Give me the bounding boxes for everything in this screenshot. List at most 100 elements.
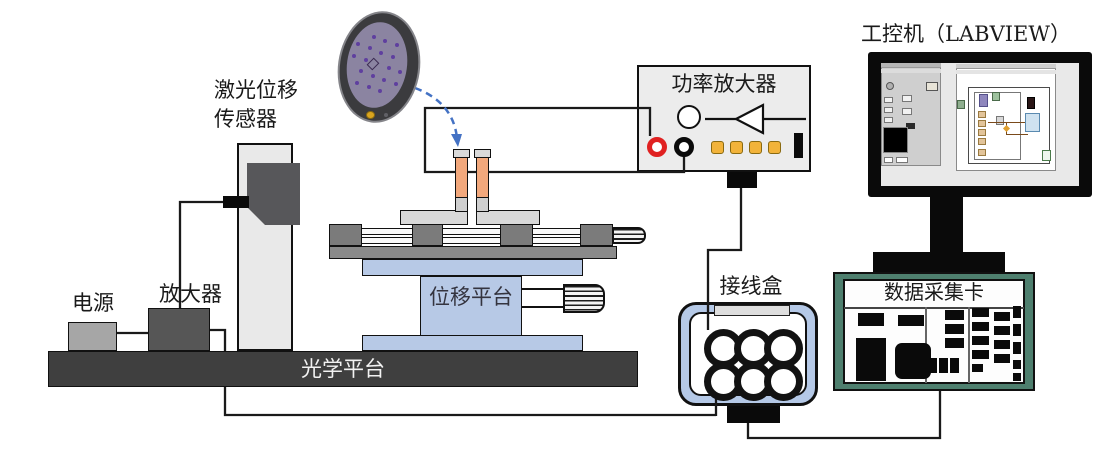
daq-divider-v2	[968, 307, 970, 383]
signal-amplifier	[148, 308, 210, 351]
electrode-post-base-right	[476, 196, 489, 212]
daq-divider-h	[844, 307, 1024, 309]
sensor-signal-wire	[178, 200, 223, 308]
amp-button	[768, 141, 781, 154]
labview-wire	[988, 122, 1028, 123]
amp-button	[711, 141, 724, 154]
daq-chip	[994, 340, 1010, 349]
daq-chip	[898, 315, 924, 326]
labview-node	[957, 100, 965, 109]
labview-node	[996, 116, 1004, 125]
electrode-left	[455, 156, 468, 198]
signal-amplifier-label: 放大器	[159, 282, 222, 306]
labview-chart-header	[906, 123, 915, 129]
daq-chip	[972, 308, 989, 317]
electrode-drive-wire	[423, 106, 686, 174]
daq-chip	[994, 354, 1010, 363]
daq-chip	[895, 343, 931, 379]
daq-chip	[858, 313, 884, 326]
optical-platform	[48, 351, 638, 387]
disc-dot	[363, 57, 368, 62]
specimen-placement-arrow	[414, 86, 459, 139]
disc-dot	[355, 80, 360, 85]
clamp-base-left	[400, 210, 468, 225]
disc-dot	[371, 34, 376, 39]
disc-dot	[378, 89, 383, 94]
stage-knob-shaft	[522, 288, 564, 308]
disc-dot	[398, 70, 402, 75]
labview-node	[978, 111, 986, 118]
disc-dot	[394, 43, 399, 48]
labview-node	[992, 92, 1000, 101]
daq-chip	[856, 338, 886, 381]
daq-connector-dash	[1013, 373, 1021, 381]
amp-button	[730, 141, 743, 154]
daq-chip	[945, 310, 964, 320]
labview-block-diagram-toolbar	[956, 70, 1056, 74]
daq-chip	[950, 358, 959, 373]
daq-chip	[945, 338, 964, 348]
rail-end-block-left	[329, 224, 362, 246]
daq-chip	[972, 336, 989, 345]
daq-chip	[994, 312, 1010, 321]
labview-block-diagram-titlebar	[956, 64, 1056, 69]
labview-wire	[1006, 134, 1028, 135]
labview-control-box	[884, 117, 893, 123]
labview-node	[979, 94, 988, 107]
electrode-post-base-left	[455, 196, 468, 212]
disc-dot	[370, 73, 375, 78]
disc-screw-dot	[384, 113, 388, 117]
amp-button	[749, 141, 762, 154]
power-amp-knob	[677, 105, 701, 129]
power-supply-label: 电源	[72, 291, 114, 315]
stage-adjust-knob	[563, 284, 605, 313]
daq-chip	[994, 326, 1010, 335]
labview-front-panel-titlebar	[881, 63, 941, 68]
laser-sensor-label: 激光位移 传感器	[214, 76, 326, 134]
electrode-cap-left	[453, 149, 470, 158]
daq-connector-dash	[1013, 342, 1021, 354]
power-amp-to-junction-wire	[706, 188, 743, 302]
daq-chip	[972, 364, 983, 372]
junction-terminal	[764, 362, 803, 401]
labview-front-panel-toolbar	[881, 69, 941, 73]
disc-dot	[382, 77, 387, 82]
labview-node	[978, 138, 986, 145]
labview-control-box	[902, 95, 912, 102]
rail-adjust-knob	[612, 227, 646, 244]
labview-while-loop	[968, 87, 1050, 164]
power-amplifier-label: 功率放大器	[671, 72, 777, 96]
daq-chip	[945, 324, 964, 334]
labview-node	[1025, 113, 1040, 132]
disc-dot	[366, 85, 371, 89]
daq-chip	[939, 358, 948, 373]
daq-connector-dash	[1013, 360, 1021, 369]
disc-dot	[393, 81, 398, 86]
amplifier-triangle-icon	[733, 103, 765, 135]
daq-chip	[972, 350, 989, 359]
daq-chip	[972, 322, 989, 331]
labview-dial-control	[886, 82, 894, 90]
power-amplifier-tab	[727, 172, 757, 188]
labview-node	[978, 120, 986, 127]
power-supply	[68, 322, 117, 351]
labview-control-box	[884, 107, 893, 113]
disc-dot	[390, 54, 395, 59]
optical-platform-label: 光学平台	[301, 357, 385, 381]
amp-power-switch	[794, 133, 803, 158]
labview-node	[1027, 97, 1035, 109]
electrode-cap-right	[474, 149, 491, 158]
clamp-base-right	[476, 210, 540, 225]
labview-control-box	[884, 97, 893, 103]
daq-connector-dash	[1013, 324, 1021, 336]
daq-connector-dash	[1013, 306, 1021, 318]
daq-chip	[928, 358, 937, 373]
stage-body	[420, 276, 522, 336]
monitor-stand-base	[873, 252, 1005, 272]
junction-box-tab	[727, 404, 780, 423]
labview-node	[1042, 150, 1051, 161]
disc-dot	[352, 53, 356, 58]
binding-post-red	[647, 137, 667, 157]
laser-sensor-head	[247, 163, 300, 225]
